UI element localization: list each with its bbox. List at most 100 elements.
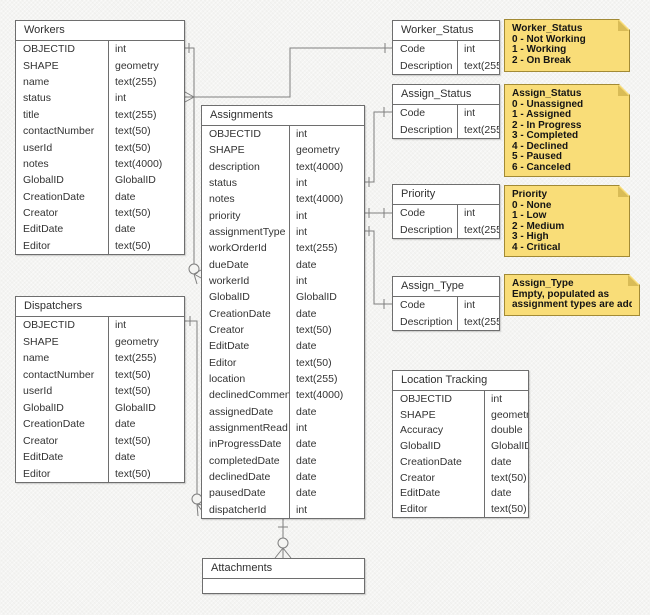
note-line: 3 - Completed [512, 131, 579, 141]
field-row: notes text(4000) [16, 155, 184, 173]
field-type: date [289, 485, 364, 502]
field-row: title text(255) [16, 106, 184, 123]
field-row: workOrderId text(255) [202, 240, 364, 257]
field-row: Code int [393, 297, 499, 314]
field-name: GlobalID [23, 401, 64, 414]
note-line: 1 - Working [512, 45, 567, 55]
entity-table-assign-status[interactable]: Assign_Status Code int Description text(… [392, 84, 500, 139]
entity-table-location-tracking[interactable]: Location Tracking OBJECTID int SHAPE geo… [392, 370, 529, 518]
field-type: text(4000) [108, 155, 184, 173]
field-type: int [289, 207, 364, 224]
field-type: date [289, 452, 364, 469]
entity-table-attachments[interactable]: Attachments [202, 558, 365, 594]
field-row: OBJECTID int [393, 391, 528, 407]
table-fields: Code int Description text(255) [393, 205, 499, 238]
table-title: Assignments [202, 106, 364, 126]
field-row: EditDate date [16, 449, 184, 466]
field-row: inProgressDate date [202, 436, 364, 453]
field-type: text(50) [108, 122, 184, 140]
table-fields: Code int Description text(255) [393, 105, 499, 138]
entity-table-workers[interactable]: Workers OBJECTID int SHAPE geometry name… [15, 20, 185, 255]
edge-assign-status-code-to-assignments-status[interactable] [365, 107, 392, 187]
field-type: text(50) [484, 469, 528, 486]
field-row: location text(255) [202, 370, 364, 388]
entity-table-assignments[interactable]: Assignments OBJECTID int SHAPE geometry … [201, 105, 365, 519]
table-fields: OBJECTID int SHAPE geometry name text(25… [16, 317, 184, 482]
field-name: location [209, 373, 246, 386]
field-type: text(50) [108, 432, 184, 449]
note-line: Assign_Type [512, 279, 574, 289]
field-name: inProgressDate [209, 438, 282, 451]
field-row: Description text(255) [393, 57, 499, 74]
field-row: EditDate date [16, 221, 184, 238]
note-line: Assign_Status [512, 89, 582, 99]
note-line: 4 - Critical [512, 242, 561, 253]
entity-table-assign-type[interactable]: Assign_Type Code int Description text(25… [392, 276, 500, 331]
field-type: int [289, 126, 364, 143]
field-name: Description [400, 59, 453, 72]
field-row: assignmentType int [202, 223, 364, 241]
field-type: text(255) [289, 370, 364, 388]
field-name: notes [23, 157, 49, 170]
field-name: status [23, 92, 52, 105]
entity-table-dispatchers[interactable]: Dispatchers OBJECTID int SHAPE geometry … [15, 296, 185, 483]
field-type: text(255) [457, 221, 499, 238]
note-line: Empty, populated as [512, 289, 610, 300]
field-row: CreationDate date [202, 305, 364, 322]
field-type: text(50) [108, 465, 184, 482]
field-name: EditDate [23, 451, 64, 464]
entity-table-priority[interactable]: Priority Code int Description text(255) [392, 184, 500, 239]
field-row: Description text(255) [393, 221, 499, 238]
field-row: declinedDate date [202, 468, 364, 486]
field-name: Code [400, 207, 426, 220]
edge-priority-code-to-assignments-priority[interactable] [365, 208, 392, 218]
field-name: name [23, 352, 50, 365]
field-row: Editor text(50) [202, 354, 364, 371]
edge-assign-type-code-to-assignments-assignmenttype[interactable] [365, 226, 392, 309]
field-name: declinedDate [209, 471, 271, 484]
field-name: Description [400, 315, 453, 328]
field-name: assignmentType [209, 226, 286, 239]
field-type: text(255) [457, 313, 499, 330]
field-type: int [108, 90, 184, 107]
field-row: Code int [393, 105, 499, 122]
field-type: text(255) [108, 106, 184, 123]
field-name: SHAPE [23, 335, 59, 348]
field-type: GlobalID [108, 399, 184, 416]
field-row: EditDate date [202, 338, 364, 355]
field-row: SHAPE geometry [393, 406, 528, 423]
field-name: userId [23, 141, 53, 154]
field-type: text(50) [289, 321, 364, 339]
table-fields [203, 579, 364, 593]
field-row: priority int [202, 207, 364, 224]
field-type: int [108, 317, 184, 334]
field-name: OBJECTID [23, 319, 75, 332]
field-name: Editor [23, 467, 51, 480]
edge-worker-status-code-to-workers-status[interactable] [184, 43, 392, 103]
field-name: CreationDate [23, 190, 85, 203]
field-row: assignmentRead int [202, 419, 364, 437]
note-line: 2 - Medium [512, 221, 565, 232]
note-line: 5 - Paused [512, 152, 563, 162]
field-type: int [108, 41, 184, 58]
edge-workers-objectid-to-assignments-workerid[interactable] [185, 43, 202, 285]
field-name: workOrderId [209, 242, 267, 255]
field-type: date [289, 256, 364, 273]
table-title: Location Tracking [393, 371, 528, 391]
field-row: workerId int [202, 272, 364, 290]
field-row: status int [202, 174, 364, 192]
field-type: text(255) [457, 121, 499, 138]
field-type: int [457, 297, 499, 314]
entity-table-worker-status[interactable]: Worker_Status Code int Description text(… [392, 20, 500, 75]
field-type: int [457, 105, 499, 122]
edge-assignments-to-attachments[interactable] [274, 519, 292, 559]
